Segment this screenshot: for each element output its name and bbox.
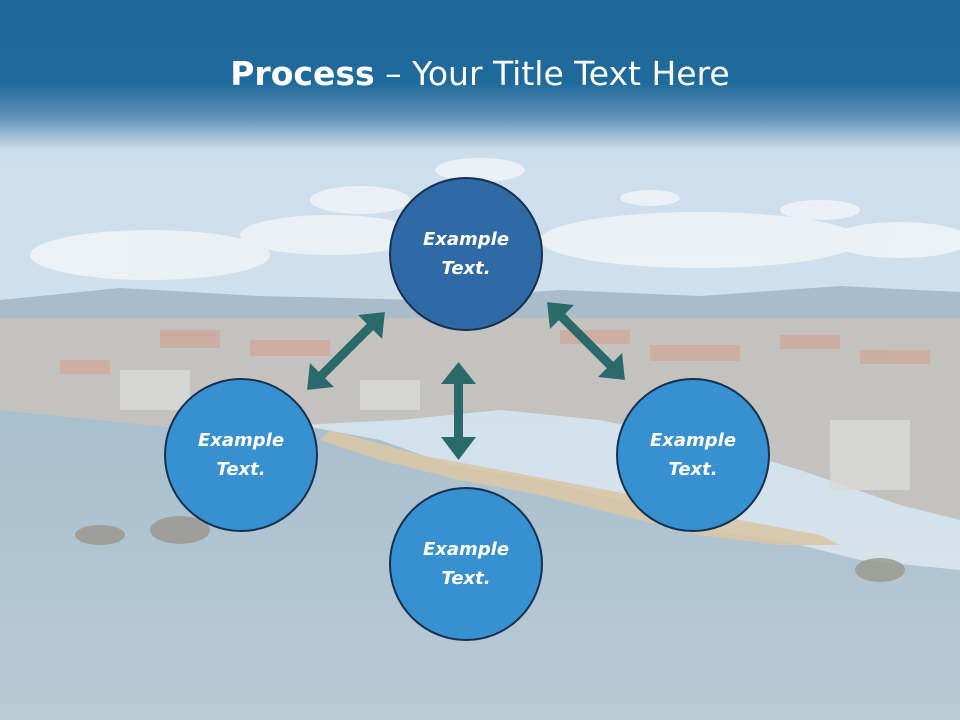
arrow-upper-left xyxy=(307,312,385,390)
node-label: Example Text. xyxy=(422,539,510,589)
node-label: Example Text. xyxy=(197,430,285,480)
process-node-right[interactable]: Example Text. xyxy=(616,378,770,532)
slide-title: Process – Your Title Text Here xyxy=(0,52,960,96)
node-label: Example Text. xyxy=(649,430,737,480)
process-node-left[interactable]: Example Text. xyxy=(164,378,318,532)
clouds xyxy=(30,158,960,280)
node-label: Example Text. xyxy=(422,229,510,279)
title-bold: Process xyxy=(230,54,375,93)
arrow-vertical xyxy=(441,362,476,460)
process-node-bottom[interactable]: Example Text. xyxy=(389,487,543,641)
title-rest: – Your Title Text Here xyxy=(374,54,730,93)
process-node-top[interactable]: Example Text. xyxy=(389,177,543,331)
arrow-upper-right xyxy=(547,302,625,380)
title-bar: Process – Your Title Text Here xyxy=(0,0,960,150)
town xyxy=(0,318,960,520)
